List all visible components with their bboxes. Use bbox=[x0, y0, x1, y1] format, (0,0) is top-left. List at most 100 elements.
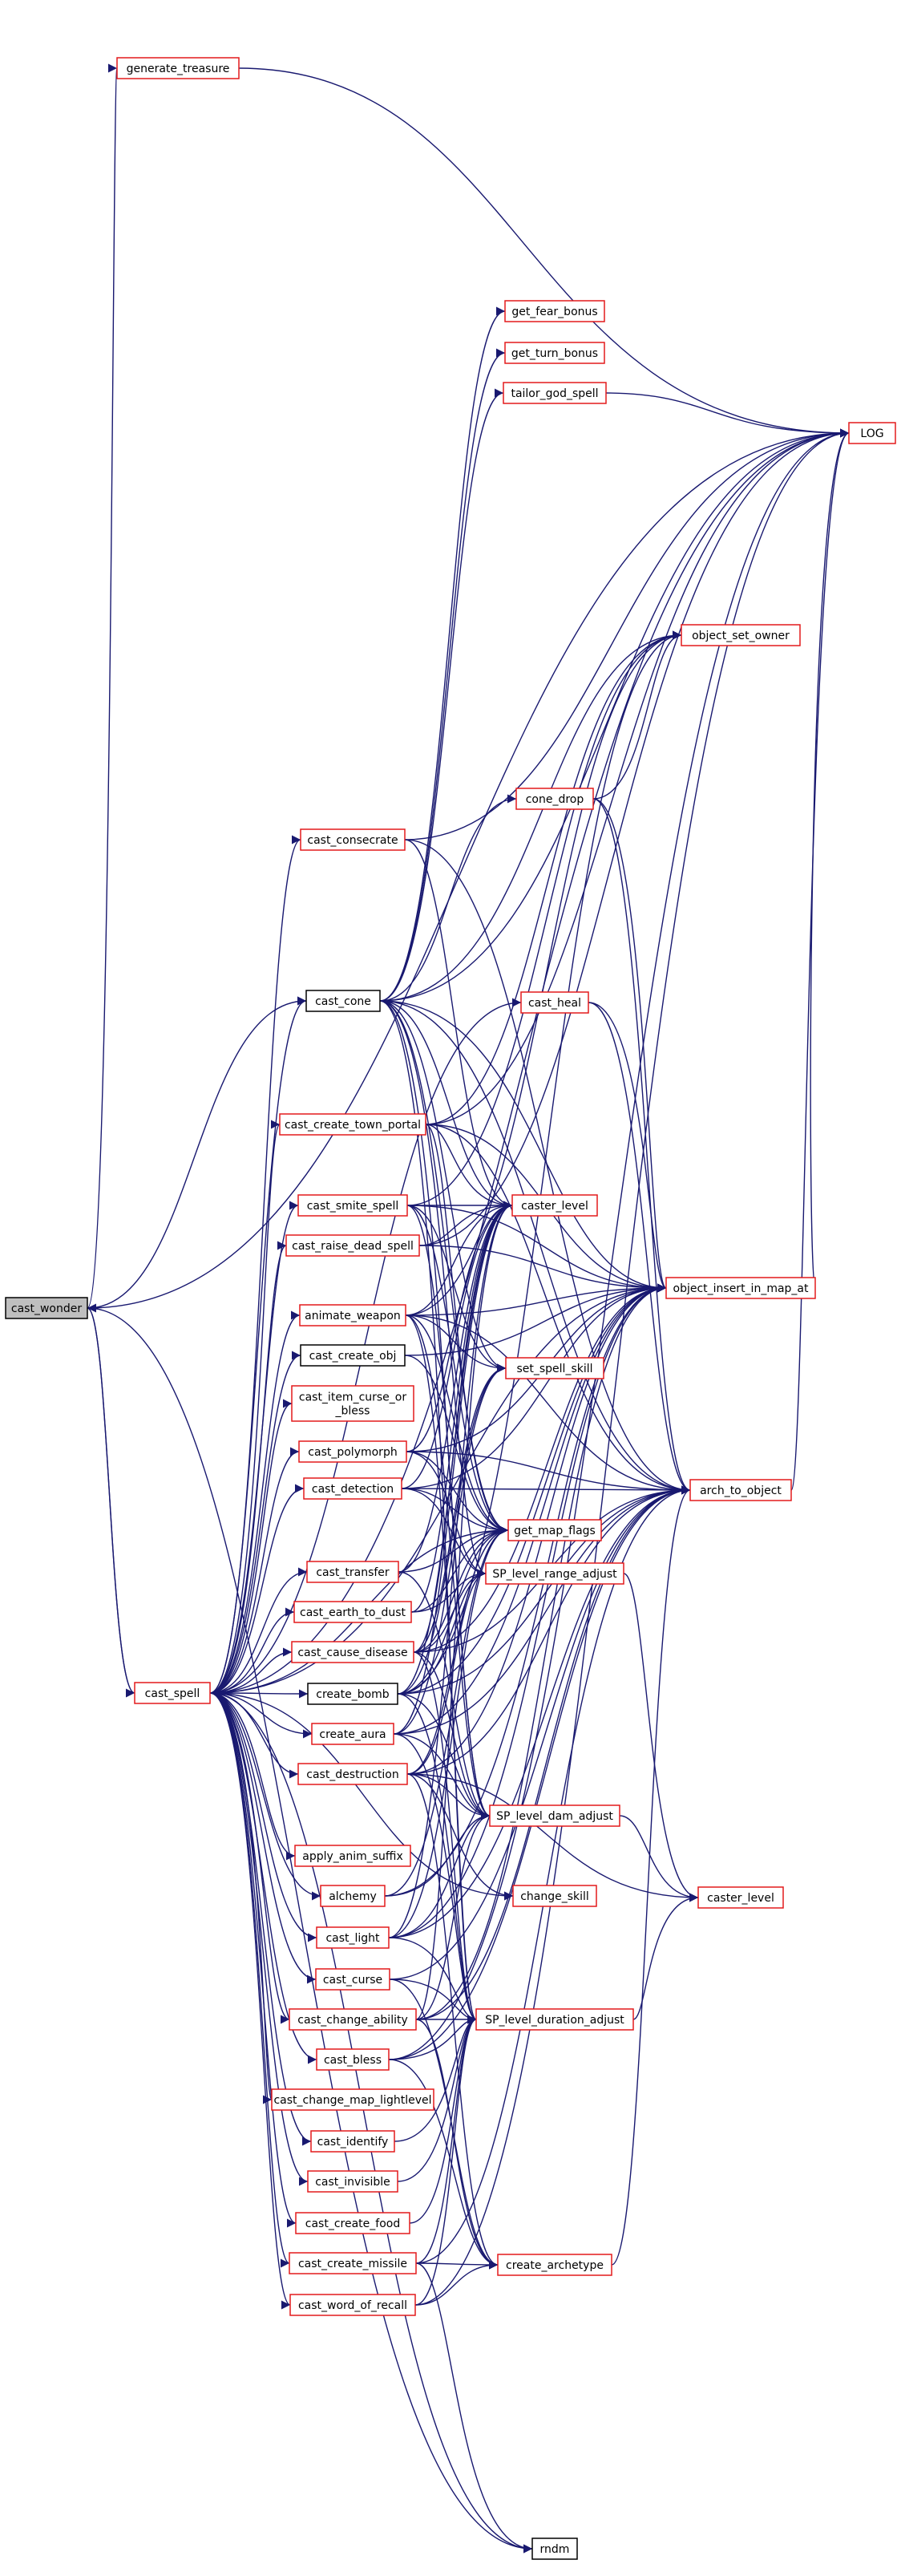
edge-create_bomb-to-set_spell_skill bbox=[397, 1363, 507, 1695]
node-cone-drop[interactable]: cone_drop bbox=[515, 788, 594, 810]
edge-path bbox=[388, 1485, 691, 2060]
node-cast-create-obj[interactable]: cast_create_obj bbox=[300, 1344, 406, 1367]
edge-cast_cone-to-cone_drop bbox=[379, 794, 517, 1002]
edge-cast_smite_spell-to-object_set_owner bbox=[406, 630, 682, 1206]
node-box bbox=[291, 1641, 414, 1663]
node-set-spell-skill[interactable]: set_spell_skill bbox=[505, 1357, 604, 1379]
node-object-set-owner[interactable]: object_set_owner bbox=[681, 624, 801, 646]
node-cast-heal[interactable]: cast_heal bbox=[520, 991, 589, 1014]
node-box bbox=[289, 2008, 417, 2031]
edge-path bbox=[209, 1692, 291, 2310]
edge-cast_spell-to-cast_cause_disease bbox=[209, 1647, 293, 1694]
edge-cast_wonder-to-cast_cone bbox=[87, 996, 307, 1309]
node-label: cast_light bbox=[325, 1932, 380, 1945]
edge-cast_polymorph-to-arch_to_object bbox=[406, 1451, 691, 1495]
node-cast-cause-disease[interactable]: cast_cause_disease bbox=[291, 1641, 414, 1663]
node-cast-detection[interactable]: cast_detection bbox=[303, 1477, 402, 1500]
node-SP-level-dam-adjust[interactable]: SP_level_dam_adjust bbox=[489, 1804, 620, 1827]
edge-path bbox=[379, 794, 517, 1002]
node-label: cast_cause_disease bbox=[297, 1646, 407, 1659]
node-cast-item-curse-or-bless[interactable]: cast_item_curse_or_bless bbox=[291, 1385, 414, 1422]
edge-cast_word_of_recall-to-create_archetype bbox=[414, 2260, 499, 2306]
node-SP-level-duration-adjust[interactable]: SP_level_duration_adjust bbox=[475, 2008, 634, 2031]
edge-cast_cone-to-caster_level_1 bbox=[379, 1000, 513, 1210]
edge-path bbox=[405, 1314, 491, 1821]
node-create-archetype[interactable]: create_archetype bbox=[497, 2254, 612, 2276]
edge-cast_destruction-to-get_map_flags bbox=[406, 1525, 509, 1775]
node-change-skill[interactable]: change_skill bbox=[512, 1885, 597, 1907]
node-cast-smite-spell[interactable]: cast_smite_spell bbox=[297, 1194, 408, 1217]
node-cast-create-missile[interactable]: cast_create_missile bbox=[289, 2252, 417, 2274]
node-cast-invisible[interactable]: cast_invisible bbox=[307, 2170, 398, 2193]
edge-path bbox=[415, 1283, 667, 2020]
edge-path bbox=[394, 2015, 477, 2142]
node-create-aura[interactable]: create_aura bbox=[311, 1723, 394, 1745]
edge-cast_cone-to-object_insert_in_map_at bbox=[379, 1000, 667, 1293]
edge-path bbox=[413, 1651, 477, 2024]
node-box bbox=[295, 2212, 410, 2234]
node-cast-raise-dead-spell[interactable]: cast_raise_dead_spell bbox=[285, 1234, 420, 1257]
edge-path bbox=[623, 1573, 699, 1902]
edge-cast_cause_disease-to-get_map_flags bbox=[413, 1525, 509, 1653]
node-cast-curse[interactable]: cast_curse bbox=[315, 1968, 390, 1991]
edge-cast_create_food-to-SP_level_duration_adjust bbox=[409, 2015, 477, 2224]
edge-cast_spell-to-create_aura bbox=[209, 1692, 313, 1739]
edge-cast_spell-to-rndm bbox=[209, 1692, 533, 2554]
node-animate-weapon[interactable]: animate_weapon bbox=[299, 1304, 406, 1326]
edge-path bbox=[87, 996, 307, 1309]
node-cast-earth-to-dust[interactable]: cast_earth_to_dust bbox=[293, 1601, 412, 1623]
node-tailor-god-spell[interactable]: tailor_god_spell bbox=[503, 382, 607, 404]
node-label: arch_to_object bbox=[700, 1484, 782, 1497]
node-cast-polymorph[interactable]: cast_polymorph bbox=[298, 1440, 407, 1463]
edge-cast_spell-to-cast_create_food bbox=[209, 1692, 297, 2228]
node-caster-level-2[interactable]: caster_level bbox=[697, 1886, 784, 1909]
node-cast-change-map-lightlevel[interactable]: cast_change_map_lightlevel bbox=[271, 2088, 434, 2111]
node-label: cast_create_missile bbox=[298, 2258, 407, 2270]
node-label: get_turn_bonus bbox=[511, 347, 598, 360]
edge-path bbox=[209, 428, 850, 1694]
node-cast-transfer[interactable]: cast_transfer bbox=[306, 1561, 399, 1583]
edge-path bbox=[209, 1692, 299, 1779]
node-cast-identify[interactable]: cast_identify bbox=[310, 2130, 395, 2153]
node-box bbox=[511, 1194, 598, 1217]
edge-path bbox=[592, 798, 667, 1293]
edge-create_aura-to-SP_level_dam_adjust bbox=[393, 1733, 491, 1821]
node-object-insert-in-map-at[interactable]: object_insert_in_map_at bbox=[665, 1277, 816, 1299]
edge-cast_spell-to-cast_polymorph bbox=[209, 1447, 300, 1694]
node-create-bomb[interactable]: create_bomb bbox=[307, 1683, 398, 1705]
node-arch-to-object[interactable]: arch_to_object bbox=[689, 1479, 792, 1501]
node-cast-cone[interactable]: cast_cone bbox=[305, 990, 381, 1012]
node-cast-word-of-recall[interactable]: cast_word_of_recall bbox=[289, 2294, 416, 2316]
node-cast-bless[interactable]: cast_bless bbox=[316, 2048, 390, 2071]
node-SP-level-range-adjust[interactable]: SP_level_range_adjust bbox=[485, 1562, 624, 1585]
node-get-map-flags[interactable]: get_map_flags bbox=[507, 1519, 602, 1541]
node-LOG[interactable]: LOG bbox=[848, 422, 896, 444]
node-generate-treasure[interactable]: generate_treasure bbox=[116, 57, 240, 79]
node-cast-change-ability[interactable]: cast_change_ability bbox=[289, 2008, 417, 2031]
node-cast-destruction[interactable]: cast_destruction bbox=[297, 1763, 408, 1785]
edge-cast_wonder-to-rndm bbox=[87, 1307, 533, 2554]
edge-cast_spell-to-cast_create_town_portal bbox=[209, 1120, 281, 1694]
node-cast-light[interactable]: cast_light bbox=[316, 1926, 390, 1949]
node-apply-anim-suffix[interactable]: apply_anim_suffix bbox=[294, 1845, 411, 1867]
edge-path bbox=[388, 1811, 491, 1938]
node-alchemy[interactable]: alchemy bbox=[320, 1885, 386, 1907]
node-label: cast_identify bbox=[317, 2136, 389, 2149]
edge-path bbox=[209, 1692, 317, 1984]
node-cast-create-food[interactable]: cast_create_food bbox=[295, 2212, 410, 2234]
node-cast-wonder[interactable]: cast_wonder bbox=[5, 1297, 88, 1319]
edge-path bbox=[238, 67, 850, 438]
node-box bbox=[520, 991, 589, 1014]
node-cast-spell[interactable]: cast_spell bbox=[134, 1682, 211, 1704]
edge-path bbox=[413, 1525, 509, 1653]
node-cast-consecrate[interactable]: cast_consecrate bbox=[300, 828, 406, 851]
node-caster-level-1[interactable]: caster_level bbox=[511, 1194, 598, 1217]
node-get-turn-bonus[interactable]: get_turn_bonus bbox=[504, 342, 605, 364]
node-cast-create-town-portal[interactable]: cast_create_town_portal bbox=[279, 1113, 426, 1136]
edge-cast_change_ability-to-arch_to_object bbox=[415, 1485, 691, 2020]
node-rndm[interactable]: rndm bbox=[531, 2538, 578, 2560]
node-label: cast_heal bbox=[528, 997, 581, 1010]
edge-path bbox=[393, 1363, 507, 1735]
node-label: cast_cone bbox=[315, 995, 371, 1008]
node-get-fear-bonus[interactable]: get_fear_bonus bbox=[504, 300, 605, 322]
